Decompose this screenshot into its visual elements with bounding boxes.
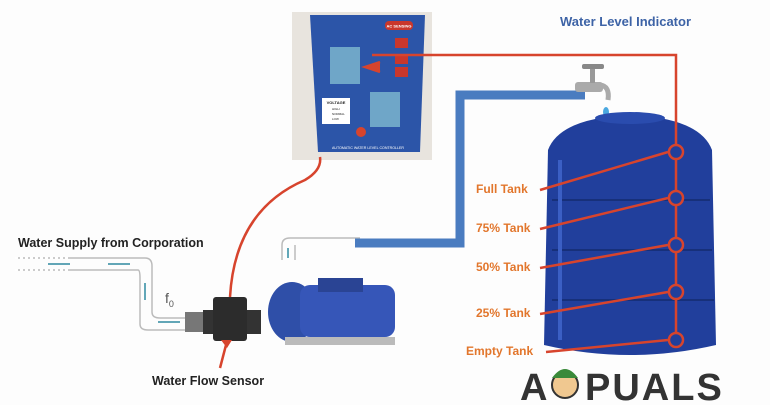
outlet-pipe: [355, 90, 585, 248]
water-pump: [268, 237, 395, 345]
supply-pipe: [15, 257, 188, 331]
water-tank: [544, 112, 716, 355]
sensor-label: Water Flow Sensor: [152, 374, 265, 388]
level-label-50: 50% Tank: [476, 260, 531, 274]
level-label-25: 25% Tank: [476, 306, 531, 320]
flow-sensor: [185, 297, 261, 341]
flow-symbol: f0: [165, 290, 174, 309]
svg-text:A: A: [520, 367, 549, 405]
appuals-logo: A PUALS: [520, 367, 724, 405]
flow-symbol-main: f: [165, 290, 169, 306]
level-label-full: Full Tank: [476, 182, 528, 196]
level-label-empty: Empty Tank: [466, 344, 534, 358]
voltage-high: HIGH: [332, 107, 340, 111]
controller-name: AUTOMATIC WATER LEVEL CONTROLLER: [332, 146, 404, 150]
tap-icon: [575, 64, 611, 117]
supply-label: Water Supply from Corporation: [18, 236, 204, 250]
voltage-low: LOW: [332, 117, 339, 121]
controller-panel: AC SENSING VOLTAGE HIGH NORMAL LOW AUTOM…: [292, 12, 432, 160]
ac-sensing-label: AC SENSING: [387, 24, 412, 29]
voltage-normal: NORMAL: [332, 112, 345, 116]
flow-symbol-sub: 0: [168, 298, 174, 309]
level-sensors: [667, 143, 685, 349]
svg-text:PUALS: PUALS: [585, 367, 724, 405]
level-label-75: 75% Tank: [476, 221, 531, 235]
diagram-title: Water Level Indicator: [560, 14, 691, 29]
voltage-label: VOLTAGE: [327, 100, 346, 105]
